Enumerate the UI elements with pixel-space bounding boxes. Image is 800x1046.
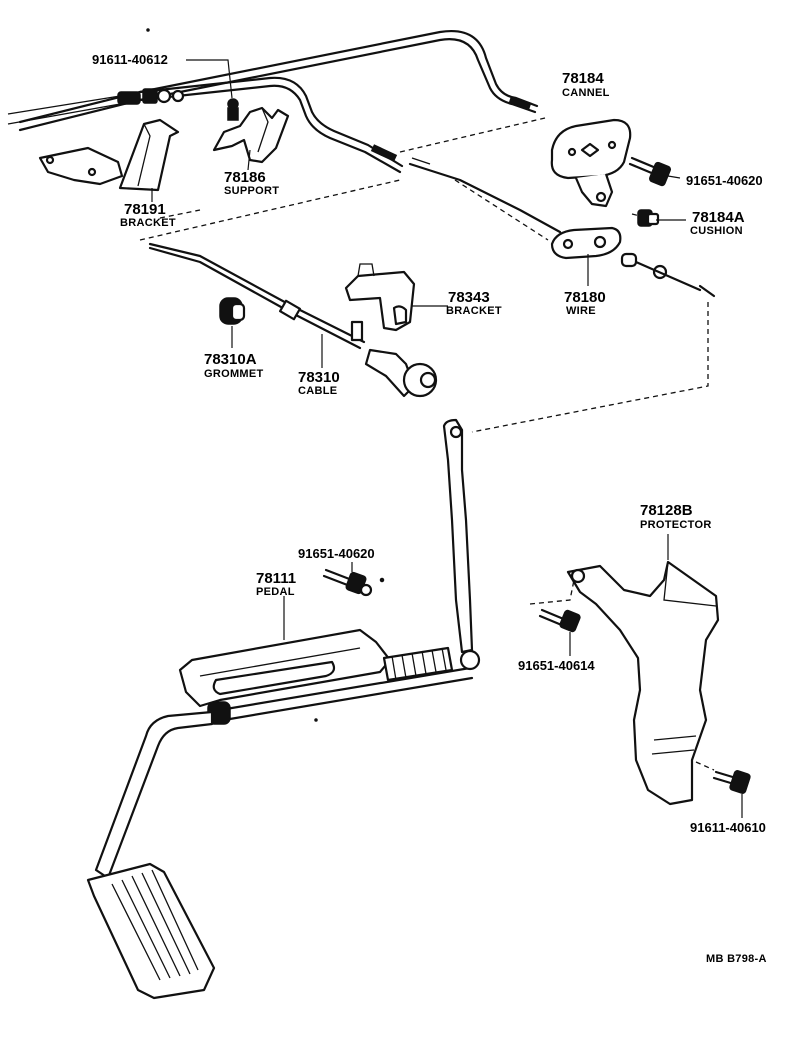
label-78184A-number: 78184A xyxy=(692,209,745,226)
figure-code: MB B798-A xyxy=(706,953,767,965)
label-78310A-name: GROMMET xyxy=(204,368,264,380)
upper-cable-assembly xyxy=(7,30,539,174)
part-labels: 91611-40612 78184 CANNEL 78186 SUPPORT 9… xyxy=(92,52,767,965)
bolt-91651-40620-top xyxy=(628,156,672,187)
bolt-91651-40614 xyxy=(529,579,581,633)
cannel-78184 xyxy=(550,118,632,208)
label-91651-40614: 91651-40614 xyxy=(518,658,595,673)
label-78111-name: PEDAL xyxy=(256,586,295,598)
label-78184-number: 78184 xyxy=(562,70,604,87)
protector-78128B xyxy=(566,560,720,806)
label-78186-name: SUPPORT xyxy=(224,185,279,197)
bracket-78343 xyxy=(344,263,416,332)
support-78186 xyxy=(212,98,290,164)
label-78128B-number: 78128B xyxy=(640,502,693,519)
label-78343-number: 78343 xyxy=(448,289,490,306)
bolt-91611-40610 xyxy=(695,761,751,794)
label-78191-number: 78191 xyxy=(124,201,166,218)
grommet-78310A xyxy=(219,297,246,325)
label-78343-name: BRACKET xyxy=(446,305,502,317)
cushion-78184A xyxy=(637,209,660,227)
label-78310-number: 78310 xyxy=(298,369,340,386)
label-78111-number: 78111 xyxy=(256,570,296,587)
label-78310-name: CABLE xyxy=(298,385,337,397)
bracket-78191 xyxy=(38,118,180,192)
label-78180-number: 78180 xyxy=(564,289,606,306)
label-91611-40612: 91611-40612 xyxy=(92,52,168,67)
label-78310A-number: 78310A xyxy=(204,351,257,368)
cable-78310 xyxy=(148,242,438,398)
leader-lines xyxy=(151,59,743,818)
label-91611-40610: 91611-40610 xyxy=(690,820,766,835)
label-91651-40620-top: 91651-40620 xyxy=(686,173,763,188)
label-78180-name: WIRE xyxy=(566,305,596,317)
bolt-91651-40620-mid xyxy=(322,568,385,597)
label-78128B-name: PROTECTOR xyxy=(640,519,712,531)
label-78184-name: CANNEL xyxy=(562,87,610,99)
pedal-78111 xyxy=(86,628,481,1000)
upper-dashed-guides xyxy=(139,117,709,433)
label-78184A-name: CUSHION xyxy=(690,225,743,237)
label-78186-number: 78186 xyxy=(224,169,266,186)
label-91651-40620-mid: 91651-40620 xyxy=(298,546,375,561)
label-78191-name: BRACKET xyxy=(120,217,176,229)
wire-78180 xyxy=(408,157,716,298)
pedal-rod xyxy=(442,418,474,654)
